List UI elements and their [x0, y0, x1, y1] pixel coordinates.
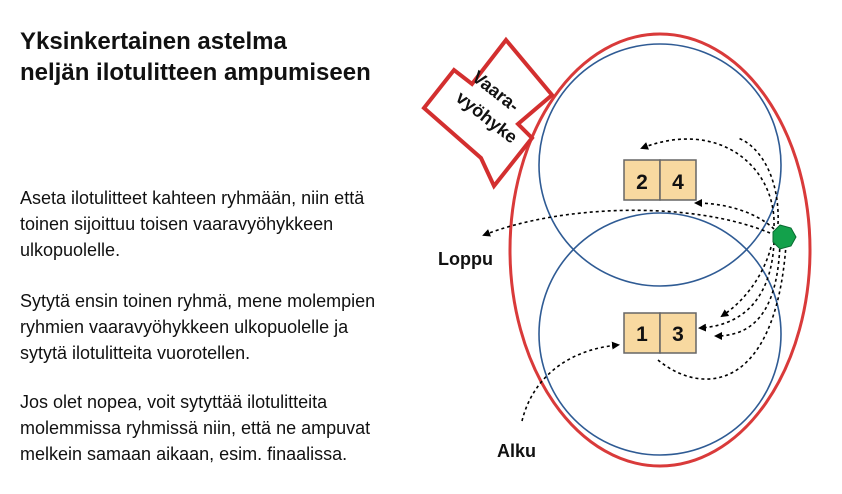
- paragraph-1-line-3: ulkopuolelle.: [20, 240, 121, 260]
- paragraph-3-line-3: melkein samaan aikaan, esim. finaalissa.: [20, 444, 348, 464]
- top-firework-group: 2 4: [623, 159, 697, 201]
- paragraph-3-line-1: Jos olet nopea, voit sytyttää ilotulitte…: [20, 392, 328, 412]
- bottom-firework-group: 1 3: [623, 312, 697, 354]
- firework-box-3: [659, 312, 697, 354]
- movement-paths: [482, 137, 787, 422]
- start-label: Alku: [497, 441, 536, 461]
- path-operator-to-4a: [737, 137, 779, 225]
- path-operator-to-3b: [714, 242, 781, 340]
- title-line-2: neljän ilotulitteen ampumiseen: [20, 59, 371, 86]
- path-operator-to-3a: [698, 241, 775, 332]
- top-group-danger-zone: [538, 43, 782, 287]
- outer-danger-zone: [508, 32, 812, 468]
- paragraph-3-line-2: molemmissa ryhmissä niin, että ne ampuva…: [20, 418, 371, 438]
- firework-label-2: 2: [636, 171, 648, 194]
- firework-box-2: [623, 159, 661, 201]
- firework-label-1: 1: [636, 323, 648, 346]
- instruction-paragraph-2: Sytytä ensin toinen ryhmä, mene molempie…: [20, 288, 460, 366]
- end-label: Loppu: [438, 249, 493, 269]
- firework-box-4: [659, 159, 697, 201]
- firework-box-1: [623, 312, 661, 354]
- paragraph-1-line-2: toinen sijoittuu toisen vaaravyöhykkeen: [20, 214, 334, 234]
- path-operator-to-end: [482, 209, 771, 237]
- firework-label-3: 3: [672, 323, 684, 346]
- danger-zone-arrow: Vaara- vyöhyke: [421, 36, 555, 190]
- paragraph-2-line-2: ryhmien vaaravyöhykkeen ulkopuolelle ja: [20, 317, 349, 337]
- path-1-to-operator: [657, 244, 787, 380]
- paragraph-2-line-1: Sytytä ensin toinen ryhmä, mene molempie…: [20, 291, 376, 311]
- firework-label-4: 4: [672, 171, 684, 194]
- page-title: Yksinkertainen astelma neljän ilotulitte…: [20, 26, 460, 88]
- path-operator-to-2: [640, 138, 775, 227]
- path-operator-to-3c: [720, 246, 772, 318]
- paragraph-2-line-3: sytytä ilotulitteita vuorotellen.: [20, 343, 251, 363]
- instruction-paragraph-3: Jos olet nopea, voit sytyttää ilotulitte…: [20, 389, 460, 467]
- instruction-paragraph-1: Aseta ilotulitteet kahteen ryhmään, niin…: [20, 185, 460, 263]
- paragraph-1-line-1: Aseta ilotulitteet kahteen ryhmään, niin…: [20, 188, 365, 208]
- operator-position-icon: [772, 224, 797, 250]
- path-start-to-1: [521, 341, 620, 422]
- bottom-group-danger-zone: [538, 212, 782, 456]
- path-operator-to-4b: [694, 199, 775, 230]
- title-line-1: Yksinkertainen astelma: [20, 28, 287, 55]
